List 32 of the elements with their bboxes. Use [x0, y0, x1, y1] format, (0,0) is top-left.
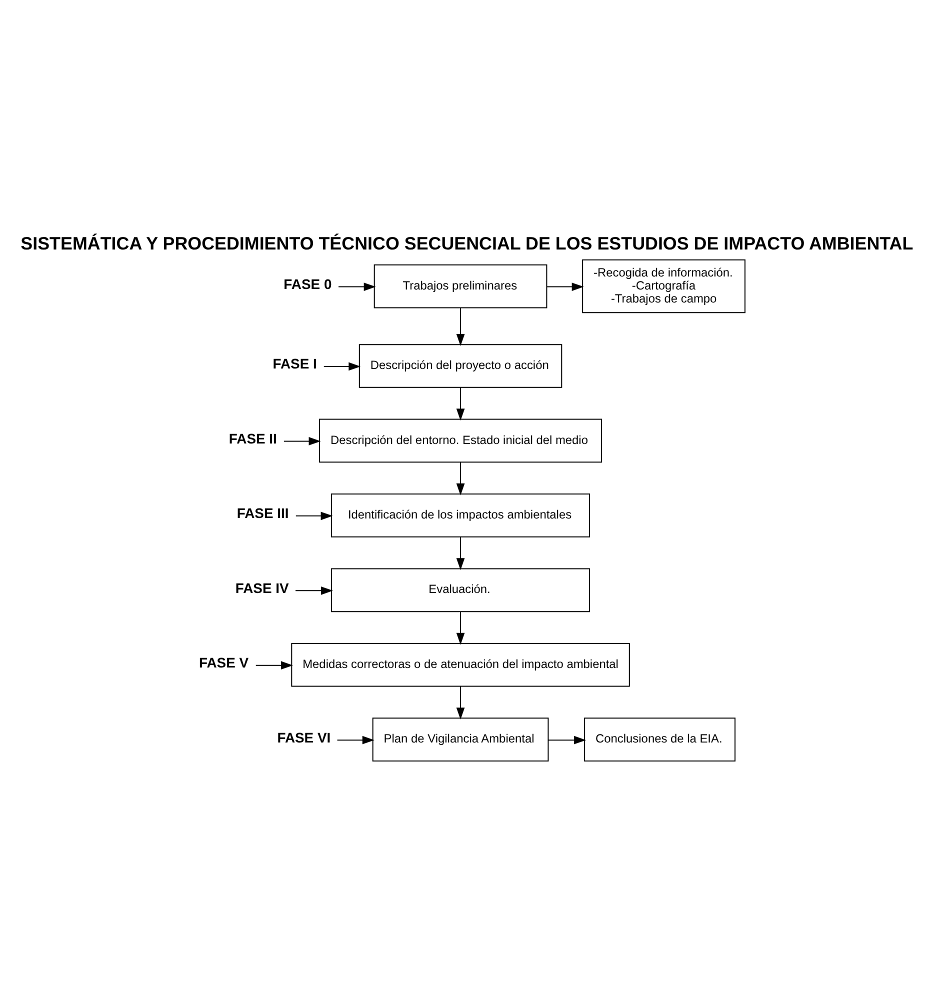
arrow — [336, 735, 374, 744]
node-text: FASE VI — [277, 728, 331, 745]
arrow — [338, 282, 376, 290]
arrow — [295, 586, 333, 594]
node-text: FASE II — [228, 430, 277, 446]
arrow — [456, 461, 465, 495]
arrow — [323, 362, 361, 370]
arrow — [456, 386, 465, 420]
node-box: Trabajos preliminares — [374, 264, 548, 308]
arrow — [255, 660, 293, 670]
arrow — [456, 685, 465, 720]
node-text: FASE I — [272, 355, 317, 372]
node-box: Descripción del proyecto o acción — [358, 344, 562, 388]
node-text: FASE IV — [235, 579, 289, 596]
node-box: Plan de Vigilancia Ambiental — [372, 717, 549, 762]
node-box: -Recogida de información. -Cartografía -Trabajos de campo — [582, 258, 746, 313]
node-text: FASE III — [236, 504, 289, 521]
diagram-title: SISTEMÁTICA Y PROCEDIMIENTO TÉCNICO SECUENCIAL DE LOS ESTUDIOS DE IMPACTO AMBIENTAL — [20, 232, 914, 253]
arrow — [283, 436, 321, 445]
node-box: Descripción del entorno. Estado inicial del medio — [319, 418, 602, 462]
node-text: FASE V — [199, 654, 249, 670]
arrow — [456, 536, 465, 570]
node-text: FASE 0 — [284, 275, 332, 292]
arrow — [548, 735, 586, 744]
node-box: Evaluación. — [331, 568, 590, 612]
arrow — [456, 610, 465, 644]
arrow — [456, 307, 465, 346]
node-box: Conclusiones de la EIA. — [584, 717, 736, 762]
arrow — [295, 511, 333, 520]
arrow — [546, 282, 584, 290]
node-box: Identificación de los impactos ambientales — [331, 493, 590, 537]
node-box: Medidas correctoras o de atenuación del impacto ambiental — [291, 642, 630, 686]
